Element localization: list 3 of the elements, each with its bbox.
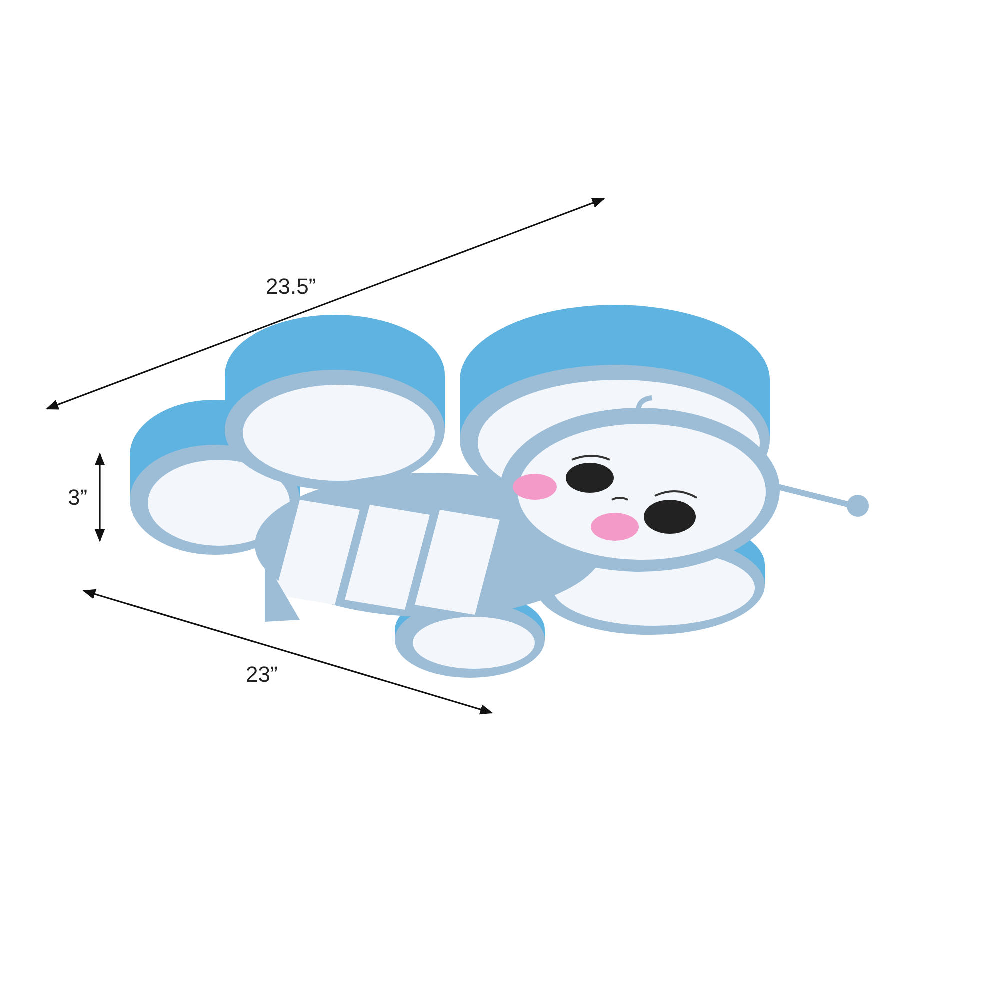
dimension-label: 3”: [68, 487, 88, 509]
dimension-label: 23.5”: [266, 276, 316, 298]
dimension-label: 23”: [246, 664, 278, 686]
